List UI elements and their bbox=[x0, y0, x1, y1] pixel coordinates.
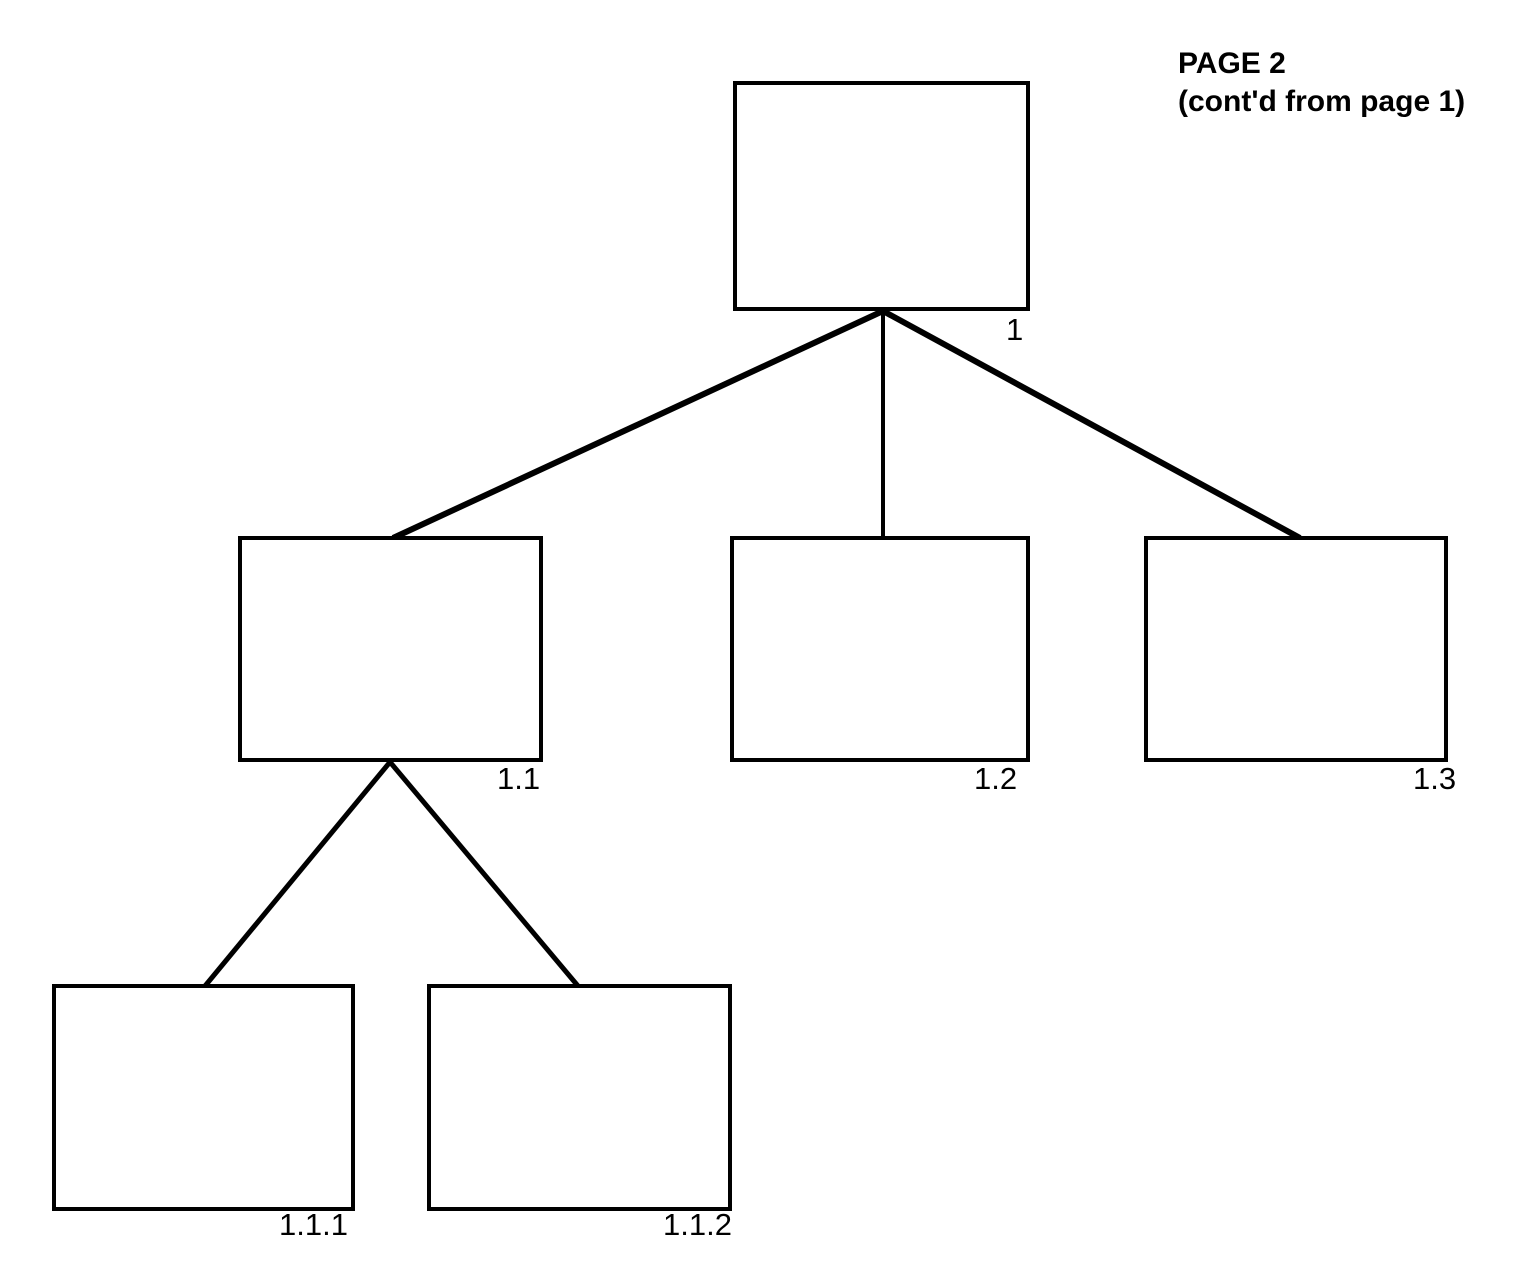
page-header-line-1: PAGE 2 bbox=[1178, 47, 1286, 80]
node-label-1.1.1: 1.1.1 bbox=[279, 1207, 348, 1242]
node-box-1.3[interactable] bbox=[1144, 536, 1448, 762]
node-box-1.2[interactable] bbox=[730, 536, 1030, 762]
node-label-1.1.2: 1.1.2 bbox=[663, 1207, 732, 1242]
edge-1.1-to-1.1.1 bbox=[203, 760, 392, 988]
node-label-1: 1 bbox=[1006, 312, 1024, 347]
page-header-line-2: (cont'd from page 1) bbox=[1178, 85, 1466, 119]
node-box-1[interactable] bbox=[733, 81, 1030, 311]
edge-1-to-1.3 bbox=[881, 308, 1302, 541]
edge-1-to-1.1 bbox=[391, 308, 885, 541]
node-box-1.1.2[interactable] bbox=[427, 984, 732, 1211]
page-header: PAGE 2 (cont'd from page 1) bbox=[1178, 45, 1465, 122]
node-box-1.1[interactable] bbox=[238, 536, 543, 762]
node-box-1.1.1[interactable] bbox=[52, 984, 355, 1211]
node-label-1.2: 1.2 bbox=[974, 761, 1018, 796]
node-label-1.3: 1.3 bbox=[1413, 761, 1457, 796]
edge-1.1-to-1.1.2 bbox=[388, 760, 580, 988]
node-label-1.1: 1.1 bbox=[497, 761, 541, 796]
